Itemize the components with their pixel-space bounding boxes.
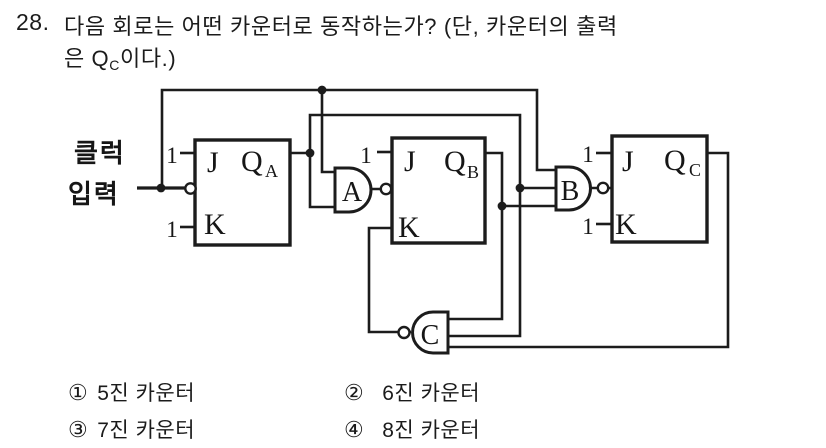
ff3-j-pin-label: 1 [582,142,594,167]
junction-dot-qa-gateb [515,183,525,193]
gate-b-label: B [561,176,580,207]
ff2-j-label: J [404,145,416,178]
question-line-2-post: 이다.) [119,46,177,71]
ff1-k-label: K [204,208,226,241]
ff3-k-pin-label: 1 [582,214,594,239]
option-2: ② 6진 카운터 [344,377,480,407]
ff2-q-subscript: B [467,162,479,182]
ff2-k-label: K [398,211,420,244]
junction-dot-topline [317,85,327,95]
option-1-marker: ① [68,380,89,405]
option-2-marker: ② [344,380,365,405]
wire-topline-to-gateA [320,90,336,174]
junction-dot-qb-gateb [497,201,507,211]
gate-c-label: C [421,320,440,351]
ff3-clock-bubble [596,181,610,195]
question-line-2-subscript: C [109,57,120,73]
ff1-j-label: J [207,146,219,179]
question-line-2-pre: 은 Q [64,46,110,71]
clock-input-label-line1: 클럭 [74,138,126,168]
ff3-k-label: K [615,208,637,241]
ff3-q-label: Q [664,144,686,177]
flipflop-c-box [610,134,709,244]
option-4: ④ 8진 카운터 [344,414,480,444]
junction-dot-clock [156,183,166,193]
option-1: ① 5진 카운터 [68,377,195,407]
question-line-1: 다음 회로는 어떤 카운터로 동작하는가? (단, 카운터의 출력 [64,14,618,39]
flipflop-a-box [193,138,292,247]
ff1-q-label: Q [241,145,263,178]
option-2-label: 6진 카운터 [382,382,481,405]
wire-qb-branch [448,151,504,321]
gate-b-shape [554,165,592,212]
option-3: ③ 7진 카운터 [68,414,195,444]
ff2-clock-bubble [379,182,393,196]
gate-a-label: A [342,177,363,208]
ff1-q-subscript: A [265,161,278,181]
clock-input-label-line2: 입력 [68,179,120,209]
ff2-q-label: Q [444,145,466,178]
ff3-j-label: J [622,145,634,178]
gate-c-output-bubble [397,325,411,340]
option-4-label: 8진 카운터 [382,419,481,442]
ff2-j-pin-label: 1 [360,143,372,168]
question-number: 28. [16,9,50,35]
ff1-k-pin-label: 1 [166,217,178,242]
gate-a-shape [333,166,373,214]
wire-qc-feedback [448,151,730,349]
ff1-j-pin-label: 1 [166,143,178,168]
junction-dot-qa [305,148,315,158]
wire-clock-to-topline-and-gateB [160,88,556,188]
ff1-clock-bubble [184,182,197,195]
option-3-label: 7진 카운터 [97,419,196,442]
flipflop-b-box [390,136,487,245]
option-4-marker: ④ [344,417,365,442]
wire-qa-branch [308,113,522,338]
option-1-label: 5진 카운터 [97,382,196,405]
wire-gateC-to-ff2-k [367,226,411,334]
option-3-marker: ③ [68,417,89,442]
ff3-q-subscript: C [689,160,701,180]
question-line-2: 은 QC이다.) [64,41,176,73]
gate-c-shape [411,310,450,355]
